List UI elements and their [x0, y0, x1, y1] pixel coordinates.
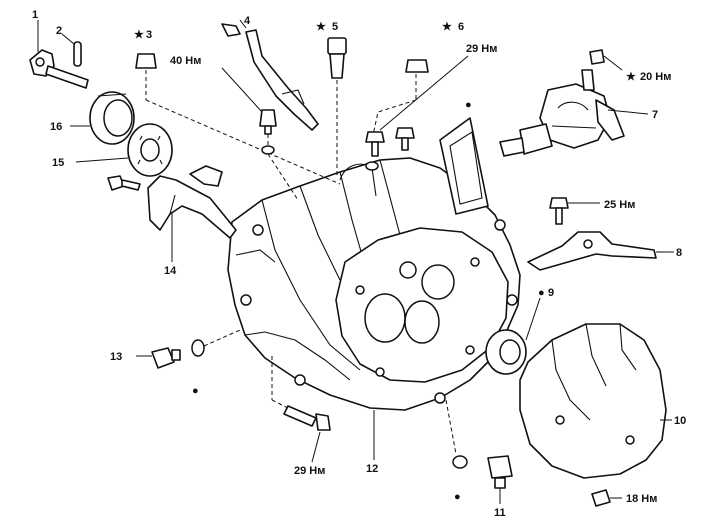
callout-12: 12 [366, 463, 378, 475]
transaxle-case [227, 157, 521, 411]
callout-2: 2 [56, 25, 62, 37]
callout-14: 14 [164, 265, 177, 277]
dot-gasket: ● [465, 99, 472, 111]
part-3-plug [135, 53, 341, 185]
callout-1: 1 [32, 9, 38, 21]
dot-washer-13: ● [192, 385, 199, 397]
part-14-shift-fork [147, 165, 237, 262]
part-5-sensor [327, 37, 347, 176]
torque-29-upper: 29 Нм [466, 43, 497, 55]
callout-9: 9 [548, 287, 554, 299]
callout-6: 6 [458, 21, 464, 33]
callout-3: 3 [146, 29, 152, 41]
star-20: ★ [626, 71, 636, 83]
callout-11: 11 [494, 507, 506, 519]
callout-10: 10 [674, 415, 686, 427]
bolt-40nm [221, 67, 299, 201]
bolts-29nm [365, 55, 469, 171]
dot-washer-11: ● [454, 491, 461, 503]
torque-40: 40 Нм [170, 55, 201, 67]
star-5: ★ [316, 21, 326, 33]
part-8-lever-plate [527, 231, 674, 271]
bolt-29nm-lower [271, 356, 331, 463]
bolt-18nm [591, 489, 622, 507]
star-6: ★ [442, 21, 452, 33]
bolt-25nm [549, 197, 600, 225]
callout-15: 15 [52, 157, 64, 169]
torque-18: 18 Нм [626, 493, 657, 505]
part-10-case-cover [519, 323, 672, 479]
gasket [439, 117, 489, 215]
part-2-pin [61, 33, 82, 67]
torque-25: 25 Нм [604, 199, 635, 211]
callout-4: 4 [244, 15, 251, 27]
part-7-shift-housing [499, 49, 649, 157]
callout-7: 7 [652, 109, 658, 121]
part-1-shift-bolt [29, 20, 89, 89]
dot-9: ● [538, 287, 545, 299]
callout-8: 8 [676, 247, 682, 259]
part-13-filler-plug [136, 347, 181, 369]
part-9-oil-seal [485, 297, 541, 375]
callout-16: 16 [50, 121, 62, 133]
part-6-plug [371, 59, 429, 141]
part-15-spline-washer [75, 123, 173, 177]
washer-near-11 [445, 399, 468, 469]
torque-20: 20 Нм [640, 71, 671, 83]
torque-29-lower: 29 Нм [294, 465, 325, 477]
part-11-drain-plug [487, 455, 513, 504]
star-3: ★ [134, 29, 144, 41]
part-16-bearing-ring [70, 91, 135, 145]
callout-5: 5 [332, 21, 338, 33]
bolt-near-15 [107, 175, 141, 191]
part-4-shift-lever [221, 19, 319, 131]
callout-13: 13 [110, 351, 122, 363]
washer-near-13 [191, 329, 241, 357]
